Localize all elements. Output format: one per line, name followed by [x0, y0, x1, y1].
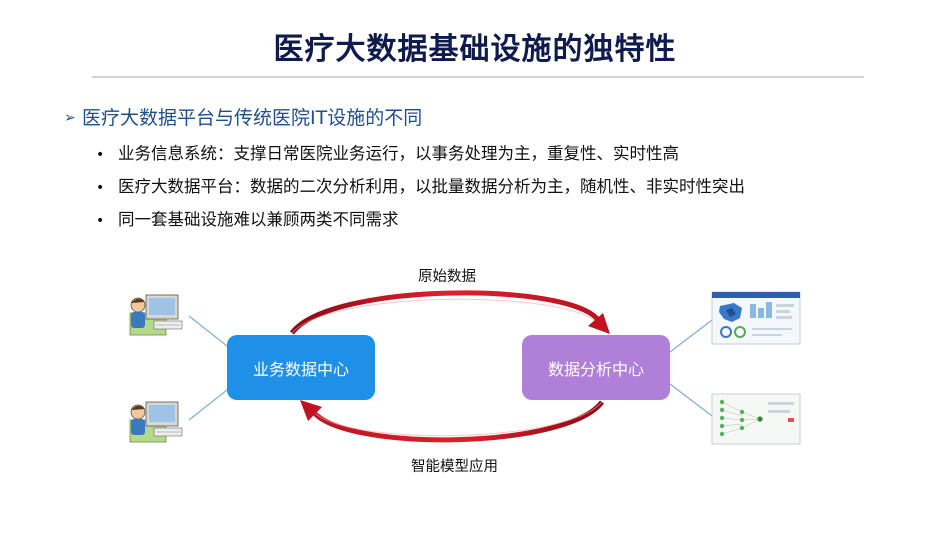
business-data-center-box: 业务数据中心	[227, 335, 375, 400]
left-connectors	[188, 315, 233, 421]
dashboard-map-thumbnail	[711, 291, 801, 345]
workstation-user-icon	[129, 294, 183, 336]
arrow-marker-icon: ➢	[64, 110, 76, 126]
bullet-dot-icon: •	[96, 180, 105, 196]
list-item: • 同一套基础设施难以兼顾两类不同需求	[96, 208, 745, 241]
list-item: • 医疗大数据平台：数据的二次分析利用，以批量数据分析为主，随机性、非实时性突出	[96, 175, 745, 208]
data-analysis-center-box: 数据分析中心	[522, 335, 670, 400]
section-heading: ➢ 医疗大数据平台与传统医院IT设施的不同	[64, 103, 422, 130]
section-heading-text: 医疗大数据平台与传统医院IT设施的不同	[82, 107, 423, 129]
bullet-text: 同一套基础设施难以兼顾两类不同需求	[118, 210, 399, 229]
list-item: • 业务信息系统：支撑日常医院业务运行，以事务处理为主，重复性、实时性高	[96, 142, 745, 175]
workstation-user-icon	[129, 401, 183, 443]
bullet-dot-icon: •	[96, 213, 105, 229]
bullet-list: • 业务信息系统：支撑日常医院业务运行，以事务处理为主，重复性、实时性高 • 医疗大…	[96, 142, 745, 241]
bullet-text: 业务信息系统：支撑日常医院业务运行，以事务处理为主，重复性、实时性高	[118, 144, 679, 163]
bullet-text: 医疗大数据平台：数据的二次分析利用，以批量数据分析为主，随机性、非实时性突出	[118, 177, 745, 196]
slide-title: 医疗大数据基础设施的独特性	[273, 32, 677, 67]
model-application-label: 智能模型应用	[411, 459, 498, 475]
raw-data-label: 原始数据	[418, 269, 476, 285]
raw-data-arrow	[289, 290, 610, 335]
right-connectors	[669, 319, 713, 417]
neural-network-thumbnail	[711, 393, 801, 445]
bullet-dot-icon: •	[96, 147, 105, 163]
model-application-arrow	[300, 400, 604, 443]
title-divider	[92, 76, 864, 78]
